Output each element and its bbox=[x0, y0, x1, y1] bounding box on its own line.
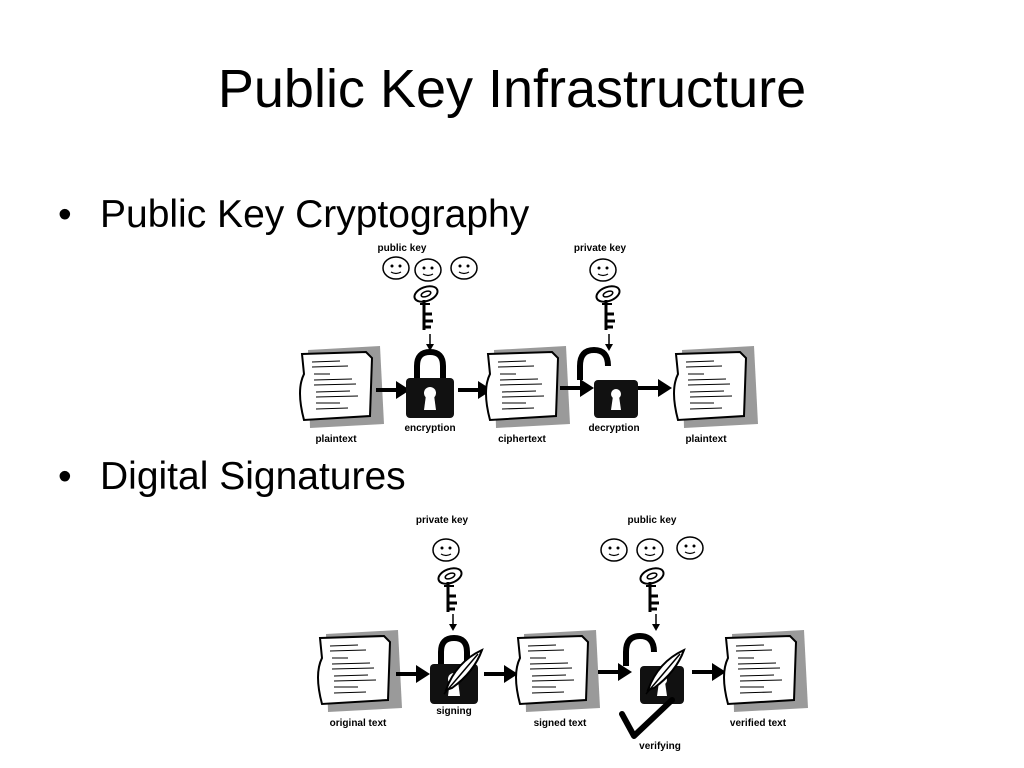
arrow-icon bbox=[482, 663, 520, 685]
plaintext-document-icon bbox=[299, 345, 385, 429]
down-arrow-icon bbox=[425, 333, 435, 352]
decryption-label: decryption bbox=[588, 423, 639, 434]
arrow-icon bbox=[690, 661, 728, 683]
original-text-label: original text bbox=[330, 718, 387, 729]
face-icon bbox=[382, 256, 410, 280]
bullet-text: Digital Signatures bbox=[100, 455, 406, 498]
down-arrow-icon bbox=[448, 613, 458, 632]
face-icon bbox=[450, 256, 478, 280]
private-key-label: private key bbox=[574, 243, 627, 254]
key-icon bbox=[434, 563, 466, 614]
padlock-open-icon bbox=[580, 350, 638, 418]
public-key-label: public key bbox=[378, 243, 427, 254]
plaintext-label: plaintext bbox=[315, 434, 357, 445]
face-icon bbox=[432, 538, 460, 562]
down-arrow-icon bbox=[604, 333, 614, 352]
key-icon bbox=[410, 281, 442, 332]
encryption-label: encryption bbox=[404, 423, 455, 434]
signed-text-label: signed text bbox=[534, 718, 587, 729]
signing-label: signing bbox=[436, 706, 472, 717]
face-icon bbox=[600, 538, 628, 562]
bullet-text: Public Key Cryptography bbox=[100, 193, 530, 236]
padlock-open-icon bbox=[626, 636, 684, 704]
arrow-icon bbox=[394, 663, 432, 685]
ciphertext-label: ciphertext bbox=[498, 434, 546, 445]
original-text-document-icon bbox=[317, 629, 403, 713]
face-icon bbox=[636, 538, 664, 562]
face-icon bbox=[676, 536, 704, 560]
down-arrow-icon bbox=[651, 613, 661, 632]
padlock-closed-icon bbox=[406, 352, 454, 418]
ciphertext-document-icon bbox=[485, 345, 571, 429]
verified-text-label: verified text bbox=[730, 718, 787, 729]
verifying-label: verifying bbox=[639, 741, 681, 752]
public-key-cryptography-diagram: public key private key plaintext encrypt… bbox=[299, 243, 759, 445]
digital-signature-diagram: private key public key original text sig… bbox=[317, 515, 809, 752]
arrow-icon bbox=[636, 377, 674, 399]
bullet-marker: • bbox=[58, 455, 72, 498]
key-icon bbox=[592, 281, 624, 332]
slide-title: Public Key Infrastructure bbox=[217, 59, 807, 119]
face-icon bbox=[414, 258, 442, 282]
checkmark-icon bbox=[619, 697, 675, 739]
plaintext-document-icon bbox=[673, 345, 759, 429]
face-icon bbox=[589, 258, 617, 282]
key-icon bbox=[636, 563, 668, 614]
public-key-label: public key bbox=[628, 515, 677, 526]
bullet-digital-signatures: • Digital Signatures bbox=[58, 457, 406, 496]
bullet-public-key-cryptography: • Public Key Cryptography bbox=[58, 195, 529, 234]
plaintext-label: plaintext bbox=[685, 434, 727, 445]
signed-text-document-icon bbox=[515, 629, 601, 713]
private-key-label: private key bbox=[416, 515, 469, 526]
bullet-marker: • bbox=[58, 193, 72, 236]
verified-text-document-icon bbox=[723, 629, 809, 713]
